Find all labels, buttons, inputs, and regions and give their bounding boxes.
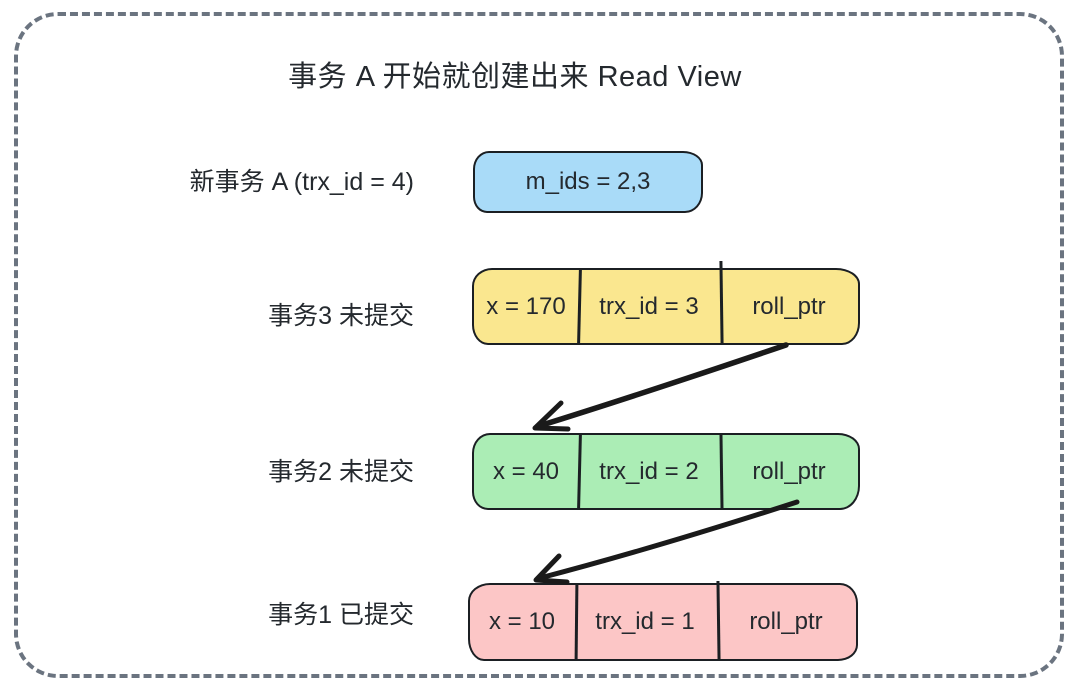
record-trx2-trx-id: trx_id = 2 [599,457,699,485]
record-trx1-trx-id: trx_id = 1 [595,608,695,635]
record-trx1-roll-ptr: roll_ptr [749,608,823,635]
label-transaction-3: 事务3 未提交 [268,302,414,330]
record-trx3-roll-ptr: roll_ptr [752,292,826,320]
record-trx3-value: x = 170 [486,292,566,320]
diagram-title: 事务 A 开始就创建出来 Read View [288,61,742,93]
label-transaction-2: 事务2 未提交 [268,458,414,486]
label-new-transaction-a: 新事务 A (trx_id = 4) [189,168,414,196]
record-trx3-trx-id: trx_id = 3 [599,292,699,320]
record-trx1: x = 10 trx_id = 1 roll_ptr [468,580,858,661]
read-view-box: m_ids = 2,3 [473,151,703,213]
record-trx2-value: x = 40 [492,457,560,485]
record-trx2-roll-ptr: roll_ptr [752,457,826,485]
record-trx3: x = 170 trx_id = 3 roll_ptr [472,260,860,345]
read-view-m-ids: m_ids = 2,3 [525,168,651,195]
dashed-border-frame [14,12,1064,678]
record-trx1-value: x = 10 [488,608,556,635]
label-transaction-1: 事务1 已提交 [268,601,414,629]
record-trx2: x = 40 trx_id = 2 roll_ptr [472,433,860,510]
